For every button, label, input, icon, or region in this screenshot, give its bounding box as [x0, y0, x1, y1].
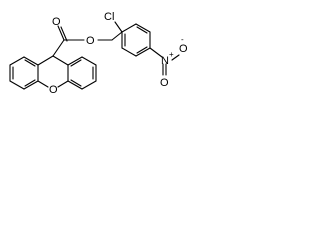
ring-oxygen-label: O: [49, 84, 58, 96]
nitro-oxygen-single-label: O: [179, 43, 188, 55]
molecule-drawing: Cl O O O N + O O -: [9, 11, 188, 96]
nitro-nitrogen-charge: +: [169, 50, 174, 59]
xanthene-left-ring: [9, 56, 39, 90]
nitro-oxygen-double-label: O: [160, 77, 169, 89]
structure-diagram: Cl O O O N + O O -: [0, 0, 188, 112]
nitro-oxygen-charge: -: [181, 35, 184, 44]
xanthene-right-ring: [67, 56, 97, 90]
xanthene-central-ring: [37, 55, 69, 88]
ester-oxygen-label: O: [86, 35, 95, 47]
nitrophenyl-ring: [114, 21, 180, 76]
nitro-nitrogen-label: N: [161, 55, 169, 67]
ester-linkage: [52, 25, 123, 57]
carbonyl-oxygen-label: O: [52, 16, 61, 28]
chlorine-label: Cl: [104, 11, 114, 23]
